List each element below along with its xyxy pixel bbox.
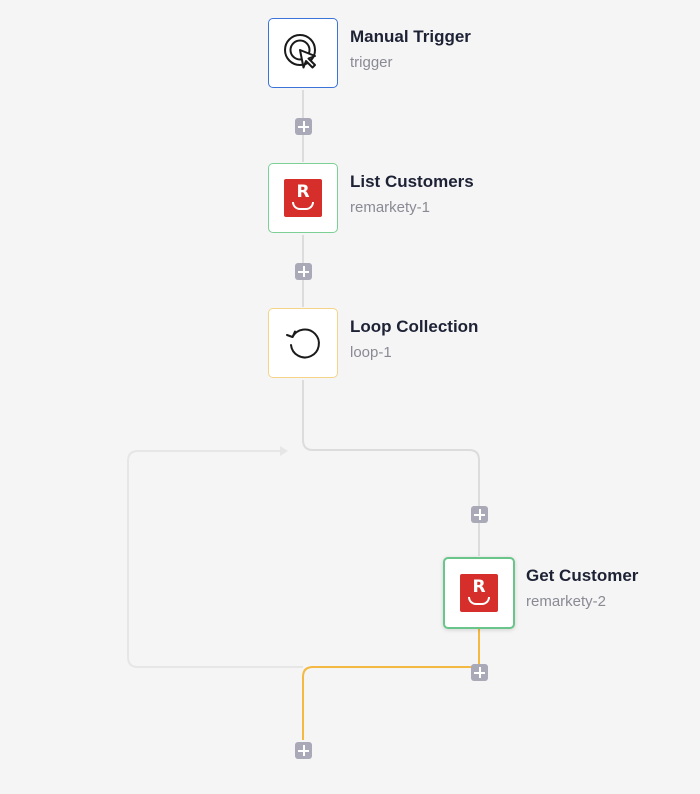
pointer-click-icon	[284, 34, 316, 69]
add-step-button[interactable]	[295, 263, 312, 280]
connector-loop-end	[302, 666, 479, 740]
node-subtitle: remarkety-1	[350, 199, 431, 216]
node-get-customer-label: Get Customer remarkety-2	[526, 566, 638, 611]
node-manual-trigger-label: Manual Trigger trigger	[350, 27, 471, 72]
node-loop-collection-label: Loop Collection loop-1	[350, 317, 478, 362]
node-subtitle: loop-1	[350, 344, 392, 361]
loop-arrow-icon	[286, 328, 320, 359]
node-list-customers[interactable]: R	[268, 163, 338, 233]
node-title: Manual Trigger	[350, 27, 471, 46]
add-step-button[interactable]	[295, 742, 312, 759]
connector-loop-to-get-customer	[302, 380, 480, 556]
node-title: Get Customer	[526, 566, 639, 585]
node-manual-trigger[interactable]	[268, 18, 338, 88]
loop-back-arrow-icon	[280, 446, 288, 456]
add-step-button[interactable]	[471, 664, 488, 681]
node-subtitle: trigger	[350, 54, 393, 71]
node-title: Loop Collection	[350, 317, 479, 336]
remarkety-logo-icon: R	[284, 179, 322, 217]
node-loop-collection[interactable]	[268, 308, 338, 378]
remarkety-logo-letter: R	[296, 182, 310, 202]
node-subtitle: remarkety-2	[526, 593, 607, 610]
loop-back-connector	[127, 450, 303, 668]
node-list-customers-label: List Customers remarkety-1	[350, 172, 474, 217]
remarkety-logo-icon: R	[460, 574, 498, 612]
node-title: List Customers	[350, 172, 474, 191]
add-step-button[interactable]	[295, 118, 312, 135]
add-step-button[interactable]	[471, 506, 488, 523]
remarkety-logo-letter: R	[472, 577, 486, 597]
node-get-customer[interactable]: R	[443, 557, 515, 629]
